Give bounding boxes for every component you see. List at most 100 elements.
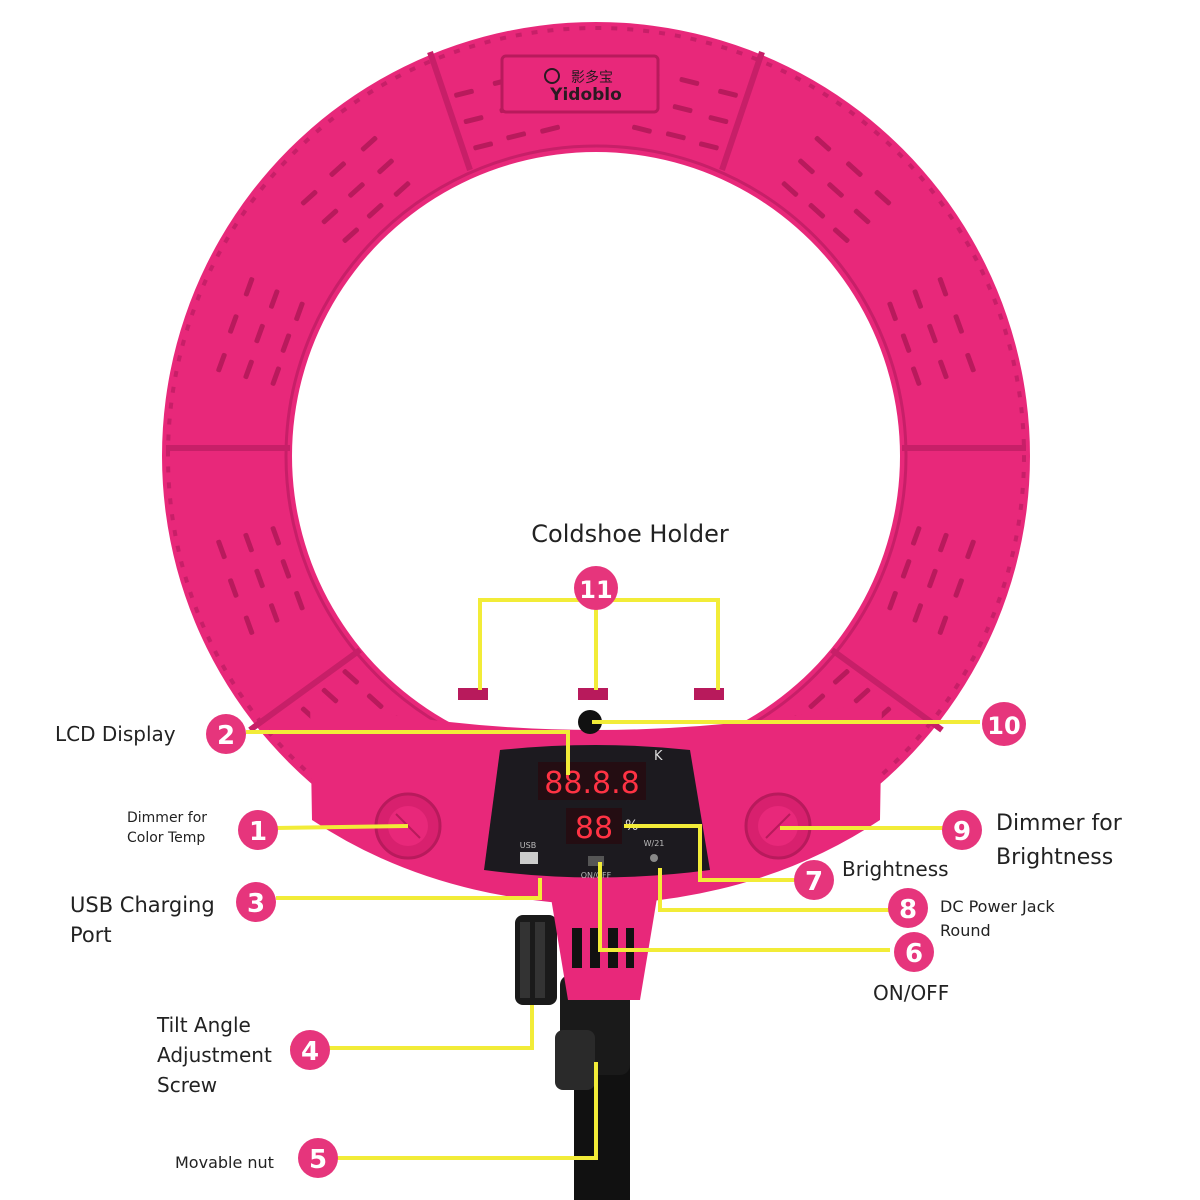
leader-6 — [598, 862, 890, 952]
vent-slot — [228, 314, 239, 334]
vent-slot — [360, 135, 378, 152]
brightness-readout: 88 % — [566, 808, 638, 846]
callout-1: 1 — [238, 810, 278, 850]
leader-11-right — [612, 598, 720, 690]
brightness-knob[interactable] — [744, 792, 812, 860]
vent-slot — [506, 131, 527, 141]
label-movable-nut: Movable nut — [175, 1153, 274, 1172]
vent-slot — [366, 693, 384, 709]
vent-slot — [243, 277, 255, 297]
temp-digits: 88.8.8 — [544, 766, 639, 801]
vent-slot — [827, 182, 844, 198]
vent-slot — [874, 189, 892, 206]
temp-unit: K — [654, 749, 663, 764]
temp-readout: 88.8.8 K — [538, 749, 663, 801]
vent-slot — [832, 669, 850, 685]
vent-slot — [254, 568, 265, 589]
vent-slot — [454, 88, 474, 98]
callout-5: 5 — [298, 1138, 338, 1178]
vent-slot — [280, 559, 292, 579]
stand-clamp — [555, 1030, 595, 1090]
vent-slot — [798, 158, 815, 175]
vent-slot — [912, 603, 923, 623]
vent-slot — [814, 135, 832, 152]
svg-text:3: 3 — [247, 889, 265, 919]
vent-slot — [280, 333, 292, 353]
label-tilt-1: Tilt Angle — [156, 1013, 251, 1037]
vent-slot — [912, 289, 923, 309]
label-usb-charging-2: Port — [70, 923, 112, 947]
vent-slot — [463, 115, 484, 125]
leader-7 — [624, 824, 796, 882]
vent-slot — [718, 88, 738, 98]
svg-text:5: 5 — [309, 1145, 327, 1175]
tilt-knob — [515, 915, 557, 1005]
ring-body — [161, 22, 1030, 890]
vent-slot — [965, 539, 976, 560]
label-tilt-3: Screw — [157, 1073, 217, 1097]
callout-10: 10 — [982, 702, 1026, 746]
sensor-hole — [578, 710, 602, 734]
vent-slot — [938, 532, 949, 553]
vent-slot — [540, 124, 560, 134]
brand-name: Yidoblo — [549, 85, 622, 105]
coldshoe-center — [578, 688, 608, 700]
vent-slot — [937, 277, 949, 297]
callout-2: 2 — [206, 714, 246, 754]
label-on-off: ON/OFF — [873, 981, 949, 1005]
svg-text:6: 6 — [905, 939, 923, 969]
svg-text:7: 7 — [805, 867, 823, 897]
vent-slot — [269, 289, 280, 309]
usb-port[interactable] — [520, 852, 538, 864]
label-lcd-display: LCD Display — [55, 722, 176, 746]
vent-slot — [254, 323, 265, 344]
usb-port-label: USB — [520, 841, 536, 850]
vent-slot — [698, 141, 719, 151]
coldshoe-left — [458, 688, 488, 700]
callout-8: 8 — [888, 888, 928, 928]
callout-9: 9 — [942, 810, 982, 850]
vent-slot — [927, 323, 938, 344]
power-switch-label: ON/OFF — [581, 871, 612, 880]
vent-slot — [910, 366, 922, 386]
label-dc-jack-1: DC Power Jack — [940, 897, 1055, 916]
vent-slot — [953, 578, 964, 598]
vent-slot — [910, 526, 922, 546]
label-usb-charging-1: USB Charging — [70, 893, 215, 917]
svg-text:4: 4 — [301, 1037, 319, 1067]
vent-slot — [679, 77, 700, 86]
callout-11: 11 — [574, 566, 618, 610]
vent-slot — [900, 333, 912, 353]
vent-slot — [887, 301, 898, 322]
dc-jack[interactable] — [650, 854, 658, 862]
svg-text:2: 2 — [217, 721, 235, 751]
label-dimmer-color-temp-2: Color Temp — [127, 830, 205, 846]
vent-slot — [937, 615, 949, 635]
vent-slot — [473, 141, 494, 151]
bright-digits: 88 — [575, 811, 613, 846]
label-tilt-2: Adjustment — [157, 1043, 272, 1067]
callout-labels: Coldshoe Holder LCD Display Dimmer for C… — [55, 520, 1123, 1172]
vent-slot — [832, 227, 850, 243]
svg-text:1: 1 — [249, 817, 267, 847]
label-dc-jack-2: Round — [940, 921, 991, 940]
leader-2 — [246, 730, 570, 775]
coldshoe-right — [694, 688, 724, 700]
leader-4 — [290, 1005, 534, 1050]
brand-chinese: 影多宝 — [571, 69, 613, 86]
label-dimmer-brightness-2: Brightness — [996, 845, 1113, 870]
vent-slot — [329, 161, 346, 177]
callout-4: 4 — [290, 1030, 330, 1070]
callout-7: 7 — [794, 860, 834, 900]
vent-slot — [672, 104, 693, 114]
vent-slot — [366, 203, 384, 219]
vent-slot — [808, 203, 826, 219]
vent-slot — [294, 590, 305, 611]
power-switch[interactable] — [588, 856, 604, 866]
vent-slot — [243, 359, 254, 380]
callout-6: 6 — [894, 932, 934, 972]
leader-3 — [276, 878, 542, 900]
svg-text:10: 10 — [987, 712, 1020, 740]
vent-slot — [965, 352, 976, 373]
